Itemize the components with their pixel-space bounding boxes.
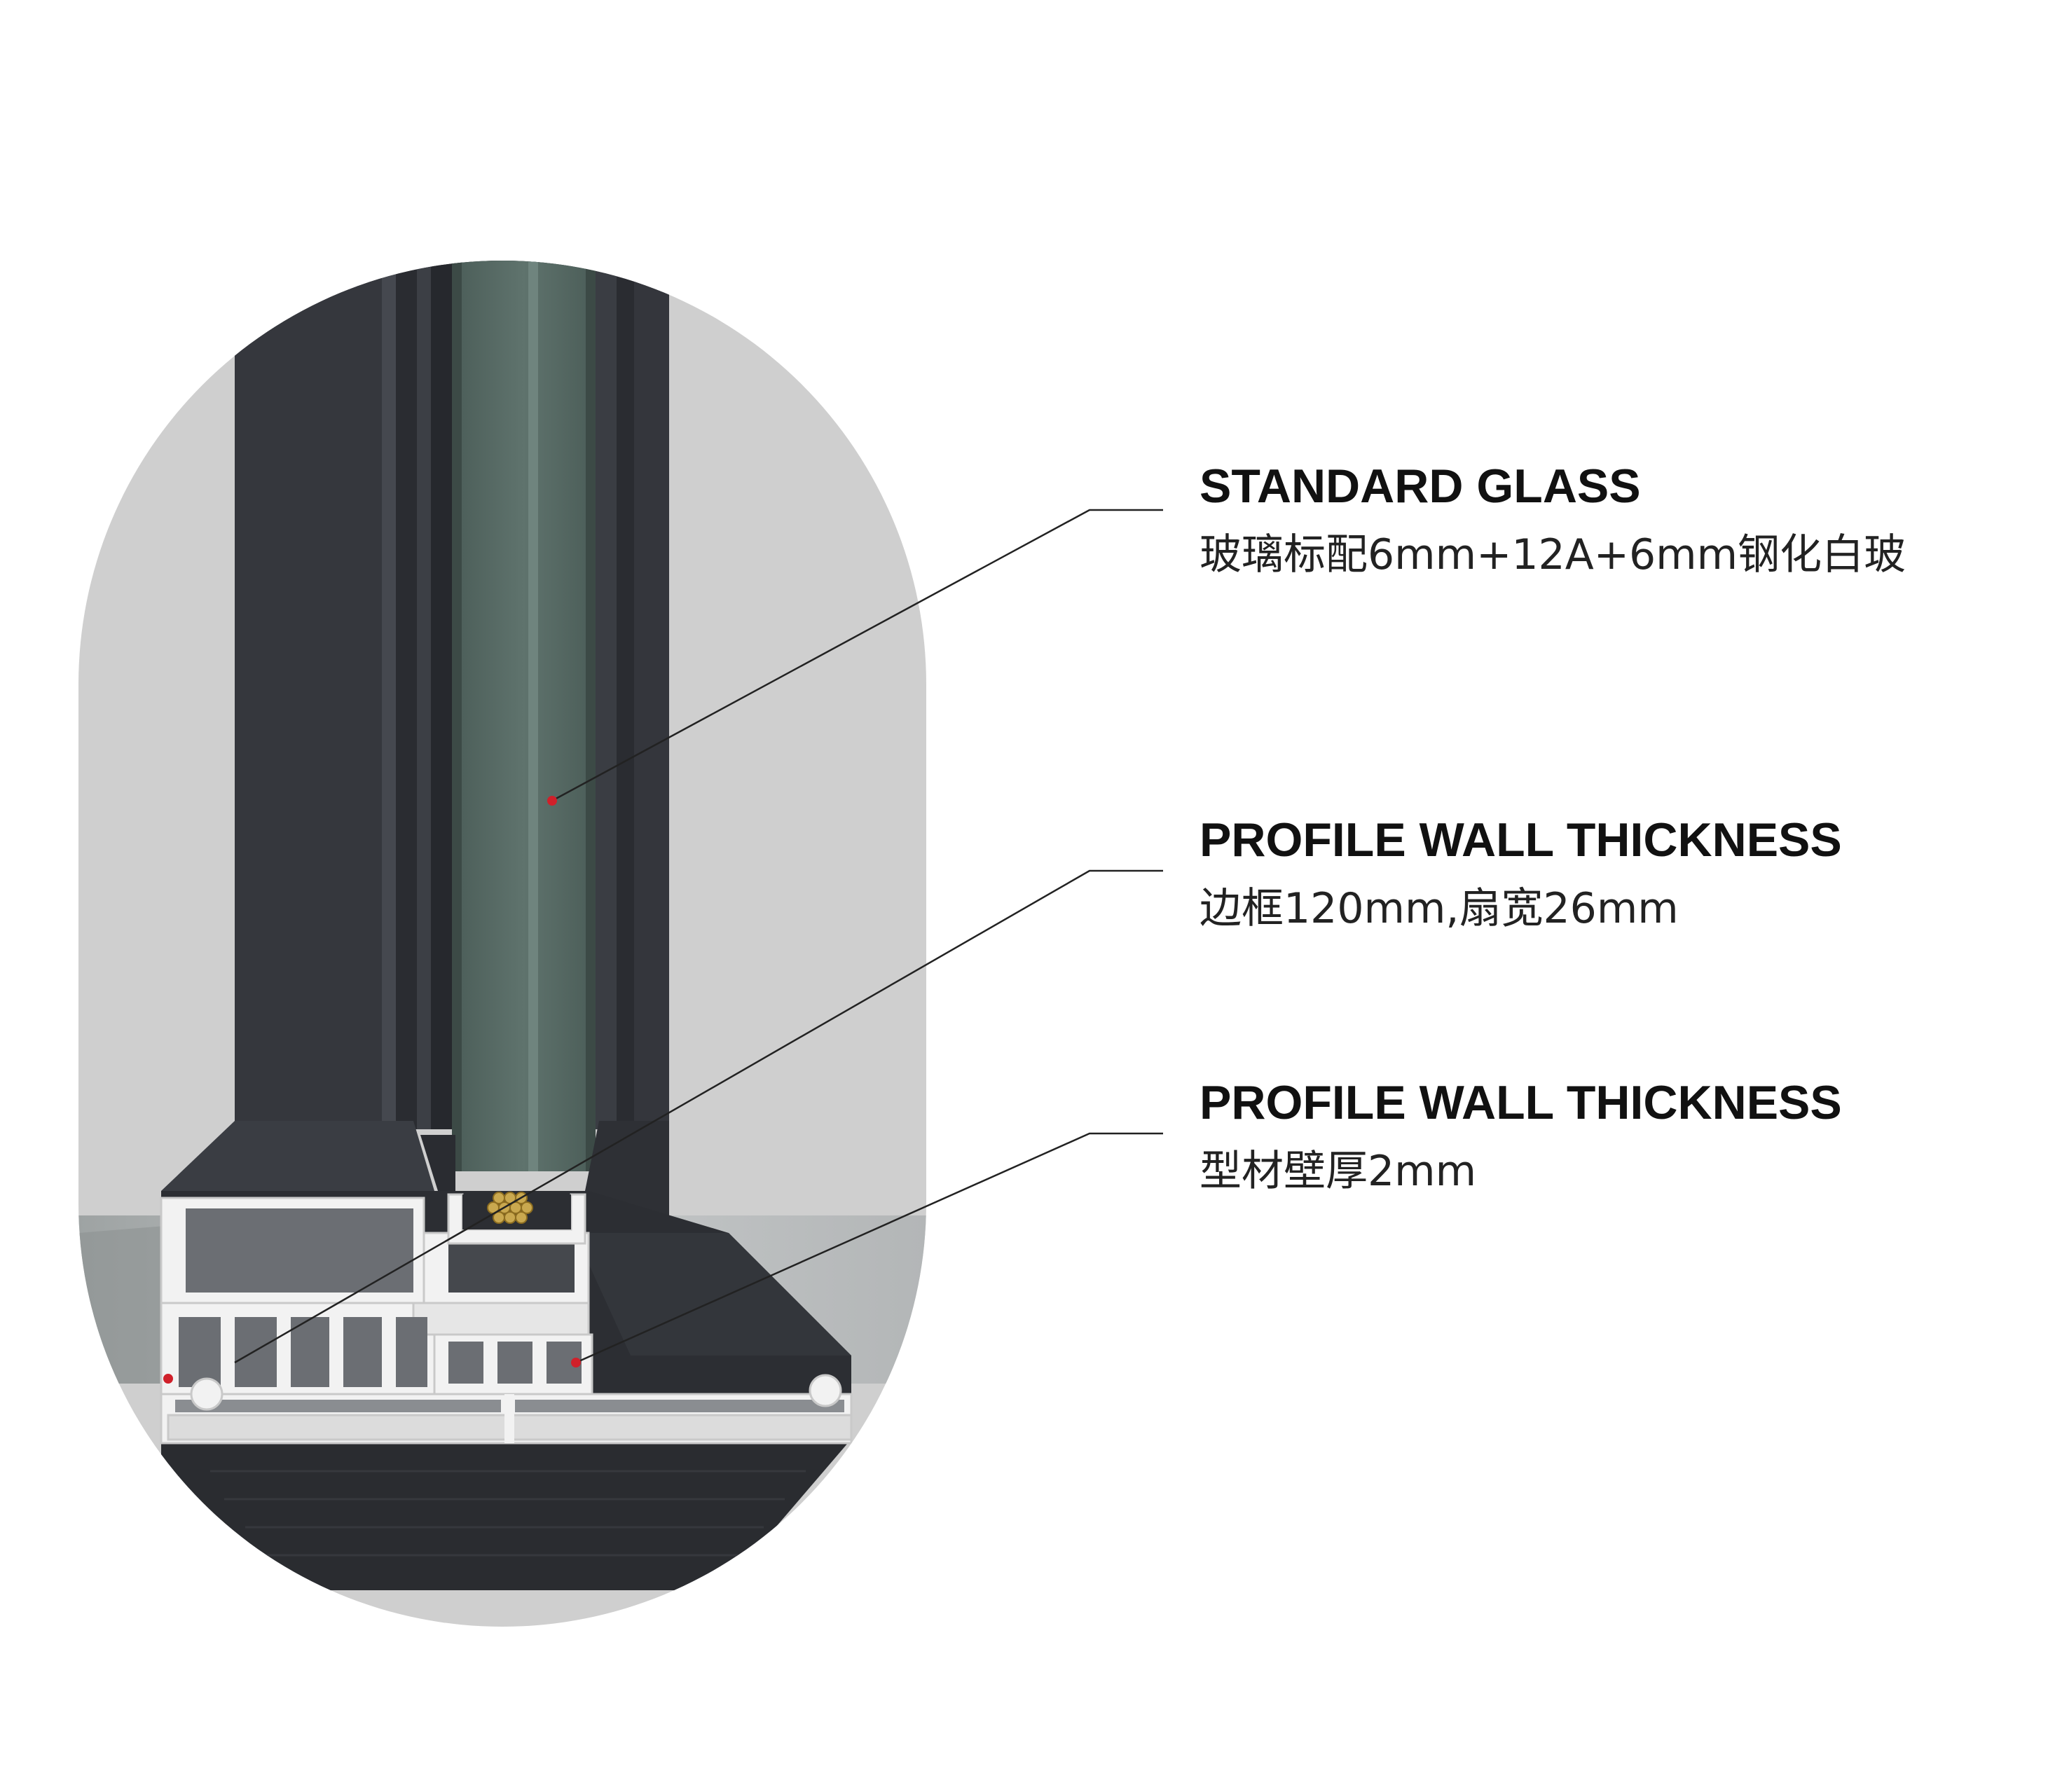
callout-standard-glass: STANDARD GLASS 玻璃标配6mm+12A+6mm钢化白玻 [1200,462,1906,576]
window-profile-cross-section-icon [78,261,926,1590]
leader-line-glass [551,509,1163,802]
marker-frame [163,1374,173,1384]
base-block [161,1443,848,1590]
callout-wall-thickness: PROFILE WALL THICKNESS 型材壁厚2mm [1200,1079,1842,1192]
leader-line-frame [234,869,1163,1364]
marker-glass [547,796,557,806]
callout-frame-width: PROFILE WALL THICKNESS 边框120mm,扇宽26mm [1200,816,1842,930]
desiccant-beads [487,1192,533,1224]
markers [163,796,581,1384]
callout-subtitle: 型材壁厚2mm [1200,1147,1477,1196]
callout-subtitle: 玻璃标配6mm+12A+6mm钢化白玻 [1200,530,1906,579]
leader-lines [234,509,1163,1364]
callout-title: PROFILE WALL THICKNESS [1200,1076,1842,1129]
glass-unit [452,261,596,1171]
leader-line-wall [575,1132,1163,1364]
callout-subtitle: 边框120mm,扇宽26mm [1200,884,1679,933]
callout-title: PROFILE WALL THICKNESS [1200,813,1842,867]
marker-wall [571,1358,581,1367]
callout-title: STANDARD GLASS [1200,460,1641,513]
